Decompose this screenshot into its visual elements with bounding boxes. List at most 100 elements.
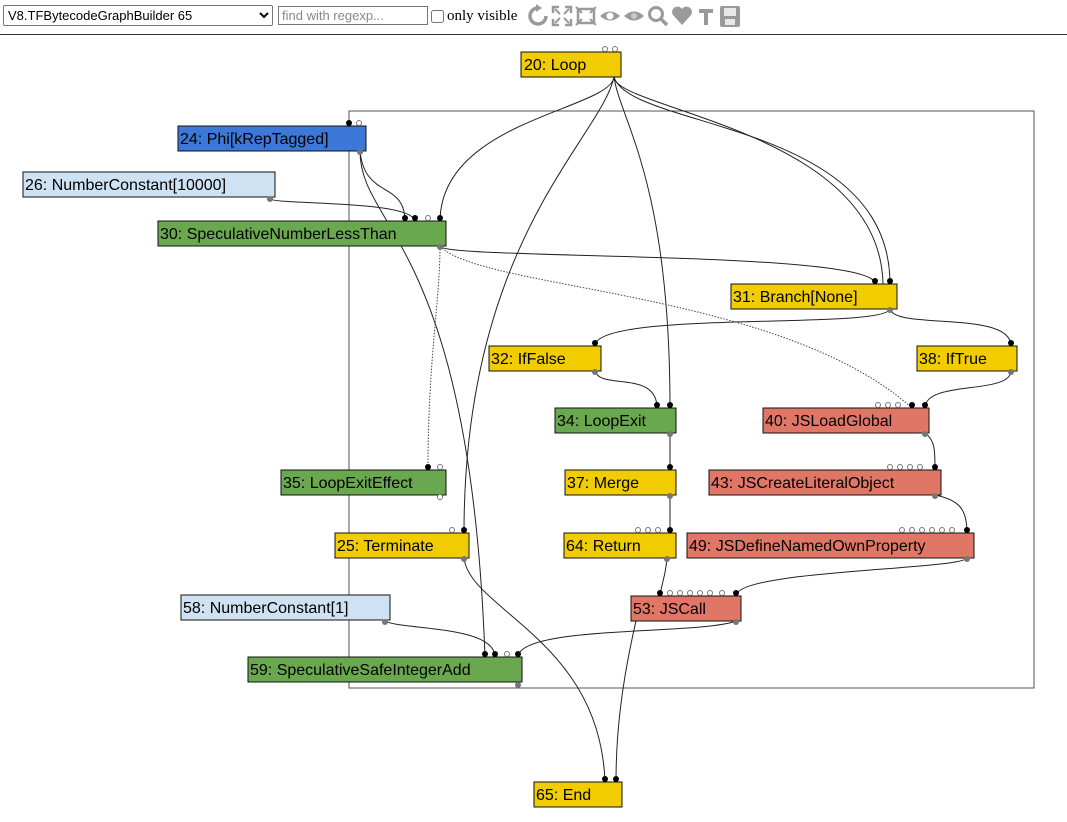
port bbox=[887, 278, 893, 284]
only-visible-checkbox[interactable] bbox=[431, 9, 444, 23]
port bbox=[482, 651, 488, 657]
port bbox=[449, 527, 455, 533]
loop-body-frame bbox=[348, 110, 1035, 689]
port bbox=[917, 464, 923, 470]
expand-all-icon[interactable] bbox=[551, 4, 573, 28]
save-icon[interactable] bbox=[719, 4, 741, 28]
node-24[interactable]: 24: Phi[kRepTagged] bbox=[177, 125, 367, 152]
node-label: 65: End bbox=[536, 787, 591, 804]
node-label: 20: Loop bbox=[524, 57, 586, 74]
edge-25-65 bbox=[463, 557, 606, 783]
node-20[interactable]: 20: Loop bbox=[520, 51, 622, 78]
node-26[interactable]: 26: NumberConstant[10000] bbox=[22, 171, 276, 198]
reload-icon[interactable] bbox=[527, 4, 549, 28]
node-49[interactable]: 49: JSDefineNamedOwnProperty bbox=[686, 532, 975, 559]
port bbox=[897, 464, 903, 470]
phase-select[interactable]: V8.TFBytecodeGraphBuilder 65 bbox=[3, 5, 273, 26]
port bbox=[667, 464, 673, 470]
node-label: 59: SpeculativeSafeIntegerAdd bbox=[250, 662, 471, 679]
port bbox=[667, 527, 673, 533]
port bbox=[939, 527, 945, 533]
port bbox=[425, 215, 431, 221]
port bbox=[872, 278, 878, 284]
only-visible-toggle[interactable]: only visible bbox=[431, 6, 517, 26]
port bbox=[592, 369, 598, 375]
port bbox=[949, 527, 955, 533]
port bbox=[437, 215, 443, 221]
node-35[interactable]: 35: LoopExitEffect bbox=[280, 469, 447, 496]
port bbox=[357, 149, 363, 155]
hide-eye-icon[interactable] bbox=[623, 4, 645, 28]
node-31[interactable]: 31: Branch[None] bbox=[730, 283, 898, 310]
node-64[interactable]: 64: Return bbox=[563, 532, 677, 559]
port bbox=[667, 493, 673, 499]
port bbox=[612, 46, 618, 52]
edge-53-65 bbox=[615, 620, 637, 783]
edge-20-31a bbox=[613, 76, 884, 285]
node-43[interactable]: 43: JSCreateLiteralObject bbox=[708, 469, 942, 496]
node-label: 58: NumberConstant[1] bbox=[183, 600, 348, 617]
node-34[interactable]: 34: LoopExit bbox=[554, 407, 677, 434]
search-input[interactable] bbox=[278, 6, 428, 25]
node-label: 64: Return bbox=[566, 538, 641, 555]
node-label: 25: Terminate bbox=[337, 538, 434, 555]
node-38[interactable]: 38: IfTrue bbox=[916, 345, 1018, 372]
port bbox=[687, 590, 693, 596]
text-icon[interactable] bbox=[695, 4, 717, 28]
port bbox=[1008, 369, 1014, 375]
port bbox=[437, 494, 443, 500]
port bbox=[895, 402, 901, 408]
port bbox=[592, 340, 598, 346]
port bbox=[655, 527, 661, 533]
port bbox=[657, 590, 663, 596]
edge-38-40 bbox=[924, 370, 1012, 409]
edge-20-25 bbox=[463, 76, 615, 534]
node-65[interactable]: 65: End bbox=[533, 781, 623, 808]
node-label: 32: IfFalse bbox=[491, 351, 566, 368]
edge-32-34 bbox=[594, 370, 658, 409]
node-32[interactable]: 32: IfFalse bbox=[488, 345, 602, 372]
edge-20-31b bbox=[613, 76, 891, 285]
graph-ports bbox=[267, 46, 1014, 782]
port bbox=[909, 527, 915, 533]
node-25[interactable]: 25: Terminate bbox=[334, 532, 470, 559]
node-40[interactable]: 40: JSLoadGlobal bbox=[762, 407, 930, 434]
node-label: 38: IfTrue bbox=[919, 351, 987, 368]
port bbox=[461, 527, 467, 533]
port bbox=[885, 402, 891, 408]
node-label: 35: LoopExitEffect bbox=[283, 475, 413, 492]
zoom-icon[interactable] bbox=[647, 4, 669, 28]
port bbox=[909, 402, 915, 408]
port bbox=[932, 493, 938, 499]
port bbox=[887, 464, 893, 470]
port bbox=[922, 431, 928, 437]
port bbox=[346, 120, 352, 126]
port bbox=[654, 402, 660, 408]
port bbox=[922, 402, 928, 408]
edge-53-59 bbox=[517, 620, 737, 658]
port bbox=[707, 590, 713, 596]
node-58[interactable]: 58: NumberConstant[1] bbox=[180, 594, 391, 621]
only-visible-label: only visible bbox=[447, 7, 518, 24]
node-label: 24: Phi[kRepTagged] bbox=[180, 131, 329, 148]
node-59[interactable]: 59: SpeculativeSafeIntegerAdd bbox=[247, 656, 523, 683]
node-53[interactable]: 53: JSCall bbox=[630, 595, 742, 622]
port bbox=[437, 244, 443, 250]
node-37[interactable]: 37: Merge bbox=[564, 469, 677, 496]
port bbox=[515, 651, 521, 657]
port bbox=[929, 527, 935, 533]
node-label: 49: JSDefineNamedOwnProperty bbox=[689, 538, 926, 555]
port bbox=[412, 215, 418, 221]
heart-icon[interactable] bbox=[671, 4, 693, 28]
collapse-icon[interactable] bbox=[575, 4, 597, 28]
port bbox=[677, 590, 683, 596]
port bbox=[425, 464, 431, 470]
edge-20-30 bbox=[439, 76, 615, 223]
edge-24-59 bbox=[359, 150, 486, 658]
node-label: 43: JSCreateLiteralObject bbox=[711, 475, 895, 492]
eye-icon[interactable] bbox=[599, 4, 621, 28]
node-30[interactable]: 30: SpeculativeNumberLessThan bbox=[157, 220, 447, 247]
port bbox=[887, 307, 893, 313]
port bbox=[437, 464, 443, 470]
port bbox=[492, 651, 498, 657]
